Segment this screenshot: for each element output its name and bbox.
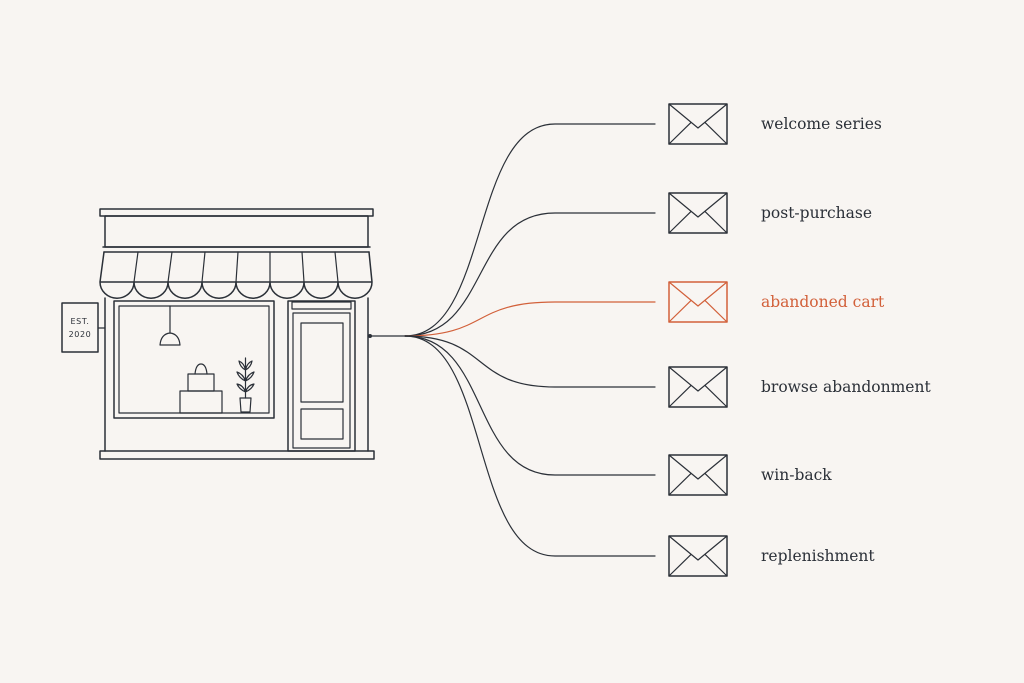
envelope-icon[interactable]	[668, 281, 728, 323]
handbag-icon	[187, 373, 215, 392]
door-glass-panel	[300, 322, 344, 403]
handbag-handle	[194, 363, 208, 375]
sign-board	[61, 302, 99, 353]
envelope-body	[668, 454, 728, 496]
door-leaf	[292, 312, 351, 449]
storefront-illustration: EST. 2020	[61, 208, 375, 460]
display-table	[179, 390, 223, 414]
shop-door[interactable]	[287, 300, 356, 452]
awning-scallops	[99, 251, 373, 299]
plant-pot-icon	[239, 397, 252, 413]
awning	[99, 251, 373, 299]
store-connector-dot	[368, 334, 372, 338]
envelope-body	[668, 192, 728, 234]
door-frame	[287, 300, 356, 452]
branch-line	[404, 335, 656, 557]
flow-label: abandoned cart	[761, 293, 885, 311]
plant-leaves-icon	[236, 357, 255, 399]
flow-browse-abandonment[interactable]: browse abandonment	[404, 335, 931, 408]
branch-line	[404, 335, 656, 476]
envelope-icon[interactable]	[668, 103, 728, 145]
branch-line	[404, 335, 656, 388]
flow-win-back[interactable]: win-back	[404, 335, 832, 496]
email-flow-branches: welcome series post-purchase abandoned car…	[404, 103, 931, 577]
envelope-icon[interactable]	[668, 535, 728, 577]
envelope-flap	[668, 281, 728, 323]
pendant-lamp-icon	[159, 332, 181, 346]
envelope-body	[668, 366, 728, 408]
flow-abandoned-cart[interactable]: abandoned cart	[404, 281, 885, 337]
flow-label: win-back	[761, 466, 832, 484]
branch-line	[404, 301, 656, 337]
est-sign: EST. 2020	[61, 302, 106, 353]
flow-label: post-purchase	[761, 204, 872, 222]
storefront-base	[99, 450, 375, 460]
envelope-body	[668, 281, 728, 323]
envelope-flap	[668, 535, 728, 577]
shop-window	[113, 300, 275, 419]
storefront-cornice	[99, 208, 374, 217]
door-transom	[291, 301, 352, 310]
envelope-flap	[668, 454, 728, 496]
awning-stripes	[133, 251, 339, 283]
envelope-body	[668, 103, 728, 145]
storefront-fascia	[104, 215, 369, 248]
flow-label: welcome series	[761, 115, 882, 133]
window-frame	[113, 300, 275, 419]
flow-replenishment[interactable]: replenishment	[404, 335, 875, 577]
sign-est-text: EST.	[70, 317, 89, 326]
flow-label: browse abandonment	[761, 378, 931, 396]
sign-year-text: 2020	[69, 330, 92, 339]
envelope-icon[interactable]	[668, 192, 728, 234]
flow-label: replenishment	[761, 547, 875, 565]
branch-line	[404, 212, 656, 337]
envelope-icon[interactable]	[668, 454, 728, 496]
branch-line	[404, 123, 656, 337]
flow-post-purchase[interactable]: post-purchase	[404, 192, 872, 337]
door-lower-panel	[300, 408, 344, 440]
envelope-icon[interactable]	[668, 366, 728, 408]
envelope-flap	[668, 192, 728, 234]
flow-welcome-series[interactable]: welcome series	[404, 103, 882, 337]
envelope-flap	[668, 366, 728, 408]
envelope-flap	[668, 103, 728, 145]
window-glass	[118, 305, 270, 414]
envelope-body	[668, 535, 728, 577]
